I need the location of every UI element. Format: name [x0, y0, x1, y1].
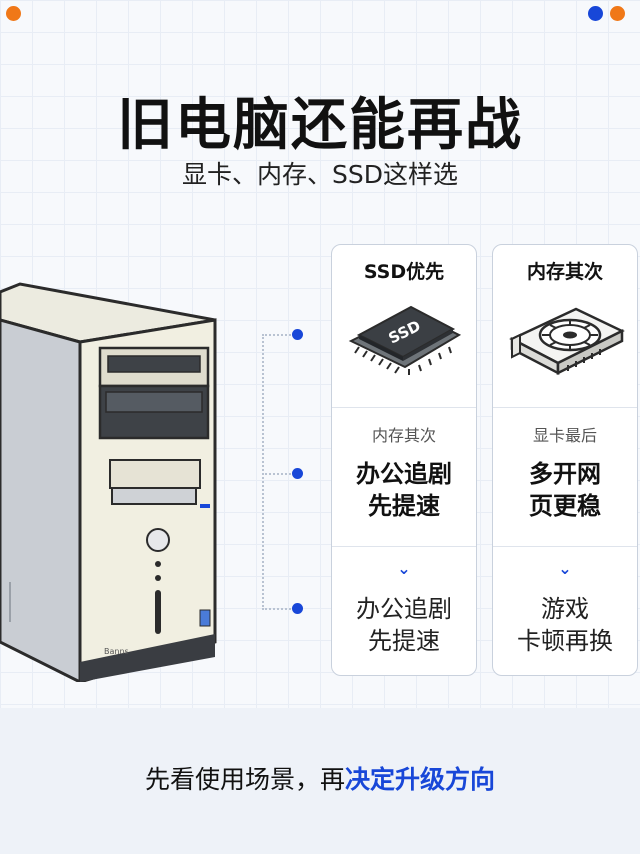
card-strong-text: 多开网 页更稳: [493, 458, 637, 522]
card-text-line: 先提速: [368, 627, 440, 655]
desktop-pc-icon: Banns: [0, 282, 217, 682]
card-middle: 显卡最后 多开网 页更稳: [493, 408, 637, 547]
footer-band: [0, 708, 640, 854]
card-text-line: 游戏: [541, 595, 589, 623]
connector: [258, 329, 308, 615]
card-header: SSD优先 SSD: [332, 245, 476, 408]
footer-text: 先看使用场景，再决定升级方向: [0, 760, 640, 796]
chevron-down-icon: ⌄: [397, 559, 411, 578]
connector-branch: [262, 473, 298, 475]
card-middle: 内存其次 办公追剧 先提速: [332, 408, 476, 547]
ssd-chip-icon: SSD: [348, 305, 462, 375]
card-title: 内存其次: [526, 261, 603, 283]
card-ssd: SSD优先 SSD 内存其次 办公追剧 先提速 ⌄: [331, 244, 477, 676]
pc-badge: Banns: [104, 647, 129, 656]
card-bottom: ⌄ 办公追剧 先提速: [332, 547, 476, 675]
connector-dot: [292, 603, 303, 614]
card-strong-line: 办公追剧: [356, 460, 452, 488]
footer-plain: 先看使用场景，再: [144, 765, 345, 794]
card-text: 办公追剧 先提速: [332, 593, 476, 657]
connector-branch: [262, 334, 298, 336]
card-text: 游戏 卡顿再换: [493, 593, 637, 657]
graphics-card-icon: [509, 307, 625, 376]
card-text-line: 办公追剧: [356, 595, 452, 623]
card-bottom: ⌄ 游戏 卡顿再换: [493, 547, 637, 675]
connector-line: [262, 334, 264, 610]
card-memory: 内存其次: [492, 244, 638, 676]
card-text-line: 卡顿再换: [517, 627, 613, 655]
chevron-down-icon: ⌄: [558, 559, 572, 578]
orange-dot-left: [6, 6, 21, 21]
blue-dot-right: [588, 6, 603, 21]
footer-highlight: 决定升级方向: [345, 765, 496, 794]
connector-branch: [262, 608, 298, 610]
card-label: 内存其次: [371, 426, 436, 445]
orange-dot-right: [610, 6, 625, 21]
card-strong-text: 办公追剧 先提速: [332, 458, 476, 522]
card-label: 显卡最后: [532, 426, 597, 445]
page-subtitle: 显卡、内存、SSD这样选: [182, 160, 458, 189]
page-title: 旧电脑还能再战: [117, 93, 523, 158]
connector-dot: [292, 329, 303, 340]
connector-dot: [292, 468, 303, 479]
card-title: SSD优先: [363, 261, 445, 283]
card-strong-line: 页更稳: [529, 492, 601, 520]
card-strong-line: 多开网: [529, 460, 601, 488]
card-strong-line: 先提速: [368, 492, 440, 520]
card-header: 内存其次: [493, 245, 637, 408]
